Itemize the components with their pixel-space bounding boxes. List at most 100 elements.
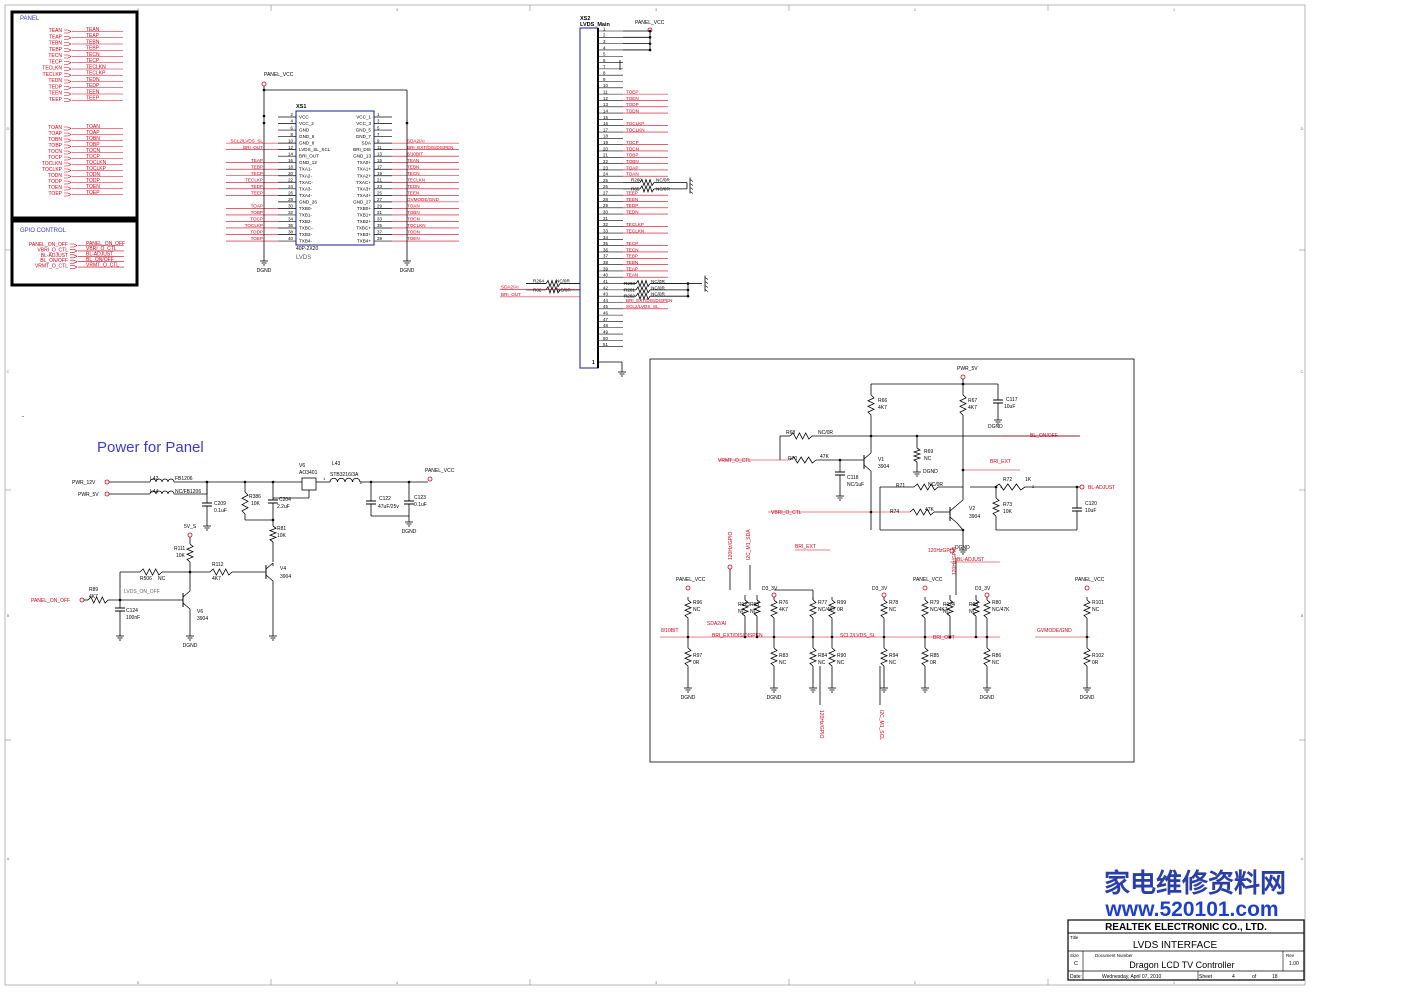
xs2-net: TOBN xyxy=(626,159,639,164)
xs1-right-net: TEDN xyxy=(407,184,420,189)
part-ref: C117 xyxy=(1006,397,1018,403)
sheet-border xyxy=(4,4,1306,986)
xs1-pin-name-left: VCC xyxy=(299,115,309,120)
xs2-pin-num: 16 xyxy=(603,121,608,126)
xs1-right-net: TOAN xyxy=(407,204,420,209)
xs1-pin-name-left: TXA4- xyxy=(299,193,312,198)
resistor xyxy=(827,599,837,619)
port-arrow xyxy=(64,60,72,65)
xs1-right-net: BRI_EXT/DIS/DISPEN xyxy=(407,145,453,150)
xs2-net: TECP xyxy=(626,241,638,246)
junction-dot xyxy=(262,114,266,118)
col-mark: 3 xyxy=(655,980,658,985)
resistor-value: NC/0R xyxy=(556,279,570,284)
part-value: NC/1uF xyxy=(847,482,864,488)
resistor xyxy=(769,647,779,667)
part-value: 47uF/25v xyxy=(378,504,399,510)
rotated-net: 120Hz/GPIO xyxy=(818,710,824,738)
xs2-net: TOAP xyxy=(626,165,638,170)
net-bri-out: BRI_OUT xyxy=(933,635,955,641)
xs1-pin-num-right: 19 xyxy=(377,171,382,176)
xs1-pin-name-left: TXAC- xyxy=(299,180,313,185)
port-arrow xyxy=(64,180,72,185)
xs1-pin-num-left: 24 xyxy=(288,184,293,189)
part-ref: L44 xyxy=(150,489,159,495)
part-value: AO3401 xyxy=(299,470,318,476)
xs1-pin-name-right: TXA3+ xyxy=(357,186,371,191)
panel-net-right: TODN xyxy=(86,172,100,178)
xs2-pin-num: 50 xyxy=(603,336,608,341)
row-mark: A xyxy=(1301,856,1304,861)
watermark-url: www.520101.com xyxy=(1104,898,1278,921)
col-mark: 2 xyxy=(914,980,917,985)
part-ref: R68 xyxy=(786,430,795,436)
xs1-pin-num-right: 25 xyxy=(377,191,382,196)
resistor xyxy=(982,599,992,619)
xs2-pin-one: 1 xyxy=(592,360,595,366)
part-ref: R83 xyxy=(779,653,788,659)
wire xyxy=(956,499,964,506)
xs1-pin-name-left: GND_8 xyxy=(299,141,315,146)
tb-date: Wednesday, April 07, 2010 xyxy=(1102,974,1162,980)
xs1-left-net: SCL2/LVDS_SL xyxy=(230,138,263,143)
part-value: 0R xyxy=(1092,660,1099,666)
xs2-pin-num: 23 xyxy=(603,165,608,170)
port-arrow xyxy=(70,249,78,253)
part-ref: L43 xyxy=(332,461,341,467)
xs1-right-net: 8/10BIT xyxy=(407,151,423,156)
xs1-right-net: TODN xyxy=(407,230,420,235)
part-ref: R112 xyxy=(212,562,224,568)
part-ref: R84 xyxy=(818,653,827,659)
xs2-net: TEEN xyxy=(626,197,638,202)
part-value: 10K xyxy=(1003,509,1013,515)
panel-net-right: TOAN xyxy=(86,124,100,130)
backlight-box xyxy=(649,358,1135,763)
net-port xyxy=(79,597,85,603)
xs2-pin-num: 15 xyxy=(603,115,608,120)
resistor xyxy=(1082,599,1092,619)
gpio-box xyxy=(10,219,139,287)
part-value: NC xyxy=(693,607,701,613)
xs1-right-net: TOEN xyxy=(407,236,420,241)
col-mark: 4 xyxy=(396,7,399,12)
gpio-net-right: PANEL_ON_OFF xyxy=(86,241,125,247)
part-value: 1K xyxy=(1025,477,1032,483)
panel-net-left: TECLKN xyxy=(42,66,62,72)
xs1-pin-name-right: TXA1+ xyxy=(357,167,371,172)
row-mark: A xyxy=(7,856,10,861)
net-port xyxy=(922,585,928,591)
net-bl-adjust: BL-ADJUST xyxy=(1088,485,1115,491)
panel-net-right: TEDN xyxy=(86,77,100,83)
port-arrow xyxy=(64,192,72,197)
xs1-right-net: TOBN xyxy=(407,210,420,215)
xs1-right-net: TECLKN xyxy=(407,177,425,182)
xs1-pin-name-left: GND_6 xyxy=(299,134,315,139)
xs1-pin-num-right: 15 xyxy=(377,158,382,163)
col-mark: 4 xyxy=(396,980,399,985)
resistor-ref: R264 xyxy=(533,279,544,284)
junction-dot xyxy=(262,121,266,125)
resistor-ref: R261 xyxy=(624,287,635,292)
resistor xyxy=(959,394,967,416)
resistor xyxy=(808,599,818,619)
panel-net-left: TOEN xyxy=(48,185,62,191)
xs1-pin-num-right: 11 xyxy=(377,145,382,150)
part-ref: R123 xyxy=(738,602,750,608)
col-mark: 5 xyxy=(137,980,140,985)
part-ref: R94 xyxy=(889,653,898,659)
xs1-left-net: TOCLKP xyxy=(245,223,263,228)
panel-net-left: TOBP xyxy=(48,143,62,149)
chassis-ground xyxy=(689,191,694,194)
xs2-net: TODN xyxy=(626,108,639,113)
tb-title-label: Title xyxy=(1070,935,1079,940)
resistor-value: NC/0R xyxy=(656,178,670,183)
part-value: NC xyxy=(837,660,845,666)
xs1-label: LVDS xyxy=(296,255,311,261)
panel-net-right: TEEN xyxy=(86,89,100,95)
gpio-net-right: BL_ON/OFF xyxy=(86,257,114,263)
part-ref: R66 xyxy=(878,398,887,404)
xs2-net: TECN xyxy=(626,247,639,252)
xs2-pin-num: 34 xyxy=(603,235,608,240)
